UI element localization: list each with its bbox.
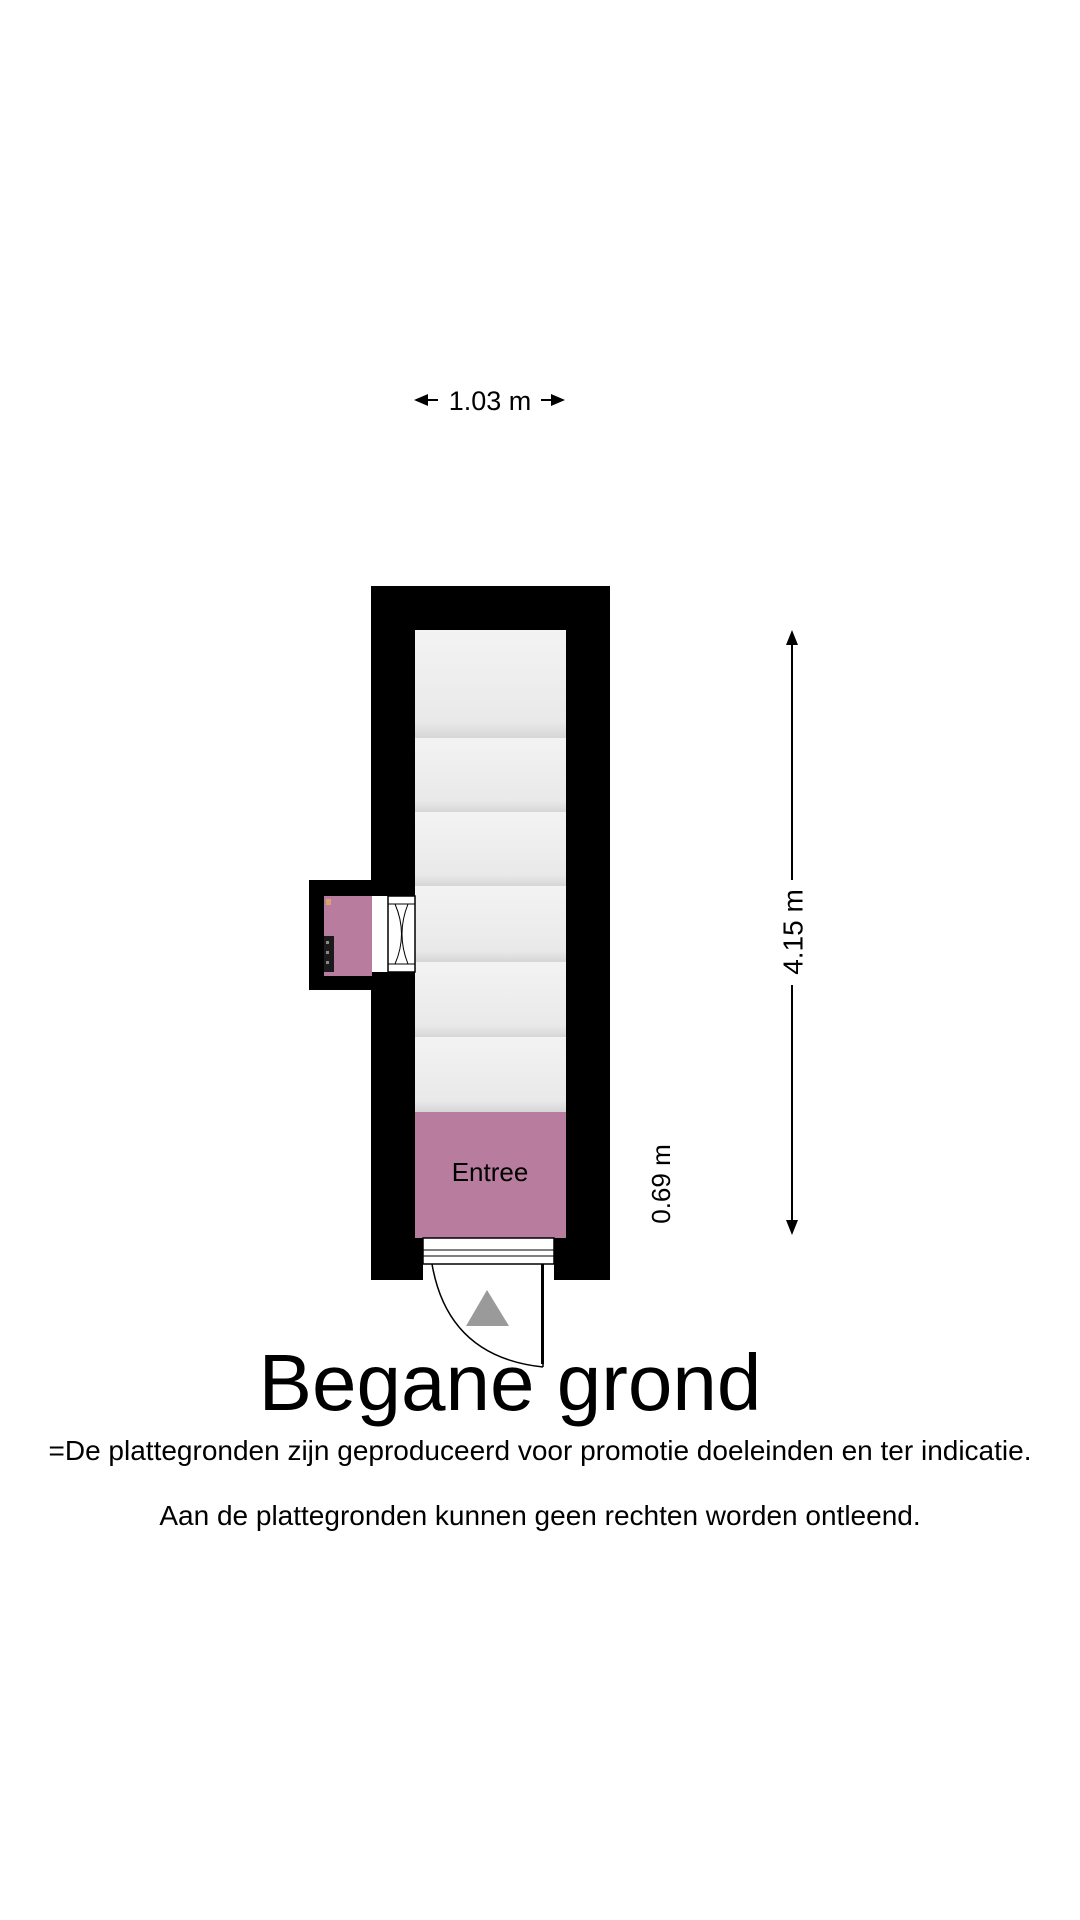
room-entree-label: Entree [452, 1157, 529, 1187]
length-dimension-label: 4.15 m [777, 889, 808, 975]
disclaimer-line-2: Aan de plattegronden kunnen geen rechten… [159, 1500, 921, 1531]
stair-step [415, 886, 566, 962]
length-dimension: 4.15 m [777, 630, 808, 1235]
floor-title: Begane grond [258, 1338, 762, 1427]
entree-depth-label: 0.69 m [646, 1144, 676, 1224]
stair-step [415, 630, 566, 738]
staircase [415, 630, 566, 1112]
stair-step [415, 962, 566, 1037]
front-door [422, 1237, 555, 1368]
width-dimension: 1.03 m [414, 386, 565, 416]
room-entree [415, 1112, 566, 1238]
stair-step [415, 738, 566, 812]
closet-doorway [372, 895, 416, 973]
disclaimer-line-1: =De plattegronden zijn geproduceerd voor… [48, 1435, 1032, 1466]
entrance-arrow-icon [466, 1290, 509, 1326]
stair-step [415, 812, 566, 886]
width-dimension-label: 1.03 m [449, 386, 532, 416]
stair-step [415, 1037, 566, 1112]
